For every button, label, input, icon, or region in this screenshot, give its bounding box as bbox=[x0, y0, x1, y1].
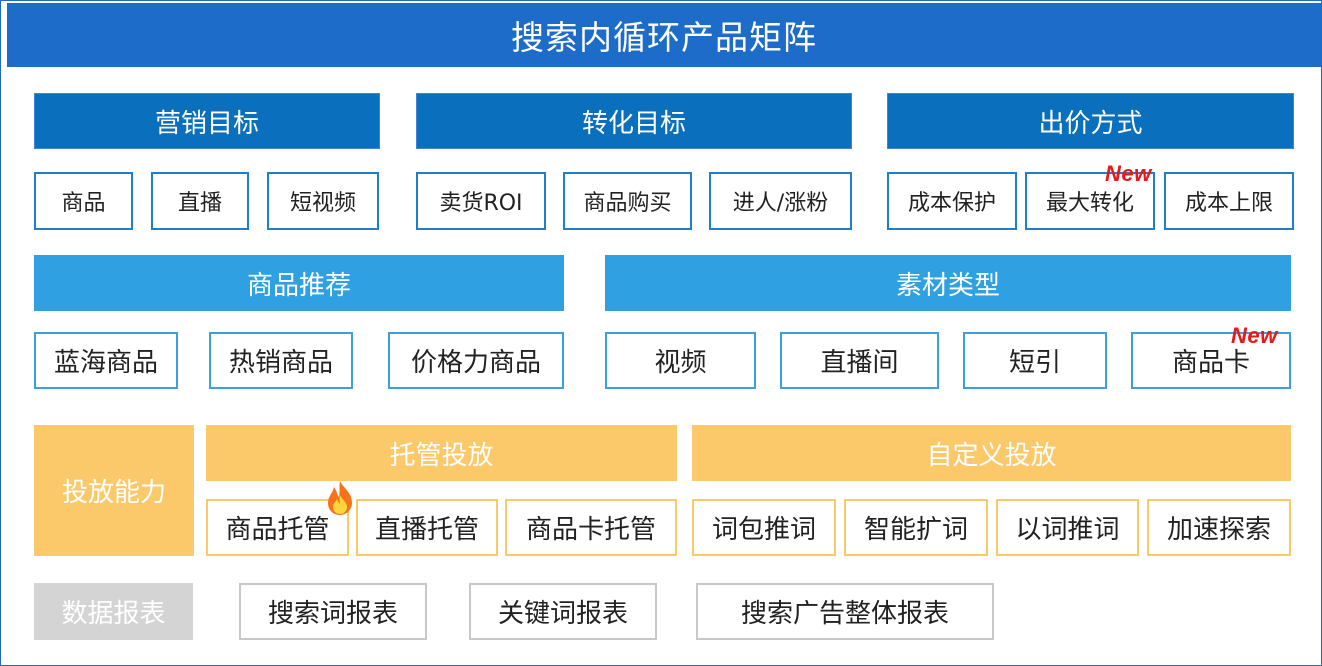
header-material-type: 素材类型 bbox=[605, 255, 1291, 311]
item-material-short-link: 短引 bbox=[963, 332, 1107, 389]
item-keyword-report: 关键词报表 bbox=[469, 583, 657, 640]
item-material-live-room: 直播间 bbox=[780, 332, 939, 389]
item-search-ad-overall-report: 搜索广告整体报表 bbox=[696, 583, 994, 640]
item-conversion-followers: 进人/涨粉 bbox=[709, 172, 852, 230]
flame-icon bbox=[328, 481, 352, 515]
item-live-managed: 直播托管 bbox=[356, 499, 498, 556]
item-product-managed: 商品托管 bbox=[206, 499, 349, 556]
item-blue-ocean-product: 蓝海商品 bbox=[34, 332, 178, 389]
item-marketing-product: 商品 bbox=[34, 172, 133, 230]
item-bidding-cost-protect: 成本保护 bbox=[887, 172, 1017, 230]
header-conversion-goal: 转化目标 bbox=[416, 93, 852, 149]
header-marketing-goal: 营销目标 bbox=[34, 93, 380, 149]
item-search-term-report: 搜索词报表 bbox=[239, 583, 427, 640]
item-smart-expand: 智能扩词 bbox=[844, 499, 988, 556]
item-marketing-live: 直播 bbox=[151, 172, 249, 230]
item-price-power-product: 价格力商品 bbox=[388, 332, 564, 389]
header-managed-delivery: 托管投放 bbox=[206, 425, 677, 481]
item-keyword-pack: 词包推词 bbox=[692, 499, 836, 556]
new-badge-max-conversion: New bbox=[1105, 161, 1152, 186]
item-product-card-managed: 商品卡托管 bbox=[505, 499, 677, 556]
item-material-product-card: 商品卡 bbox=[1131, 332, 1291, 389]
item-marketing-short-video: 短视频 bbox=[267, 172, 379, 230]
item-conversion-purchase: 商品购买 bbox=[563, 172, 692, 230]
item-bidding-max-conversion: 最大转化 bbox=[1025, 172, 1155, 230]
item-word-to-word: 以词推词 bbox=[996, 499, 1139, 556]
diagram-title: 搜索内循环产品矩阵 bbox=[7, 3, 1321, 67]
item-bidding-cost-cap: 成本上限 bbox=[1164, 172, 1294, 230]
header-delivery-capability: 投放能力 bbox=[34, 425, 194, 556]
new-badge-product-card: New bbox=[1231, 323, 1278, 348]
header-custom-delivery: 自定义投放 bbox=[692, 425, 1291, 481]
item-conversion-roi: 卖货ROI bbox=[416, 172, 546, 230]
header-bidding: 出价方式 bbox=[887, 93, 1294, 149]
item-material-video: 视频 bbox=[605, 332, 756, 389]
item-hot-selling-product: 热销商品 bbox=[209, 332, 353, 389]
header-data-reports: 数据报表 bbox=[34, 583, 193, 640]
header-product-recommend: 商品推荐 bbox=[34, 255, 564, 311]
item-accelerated-explore: 加速探索 bbox=[1147, 499, 1291, 556]
